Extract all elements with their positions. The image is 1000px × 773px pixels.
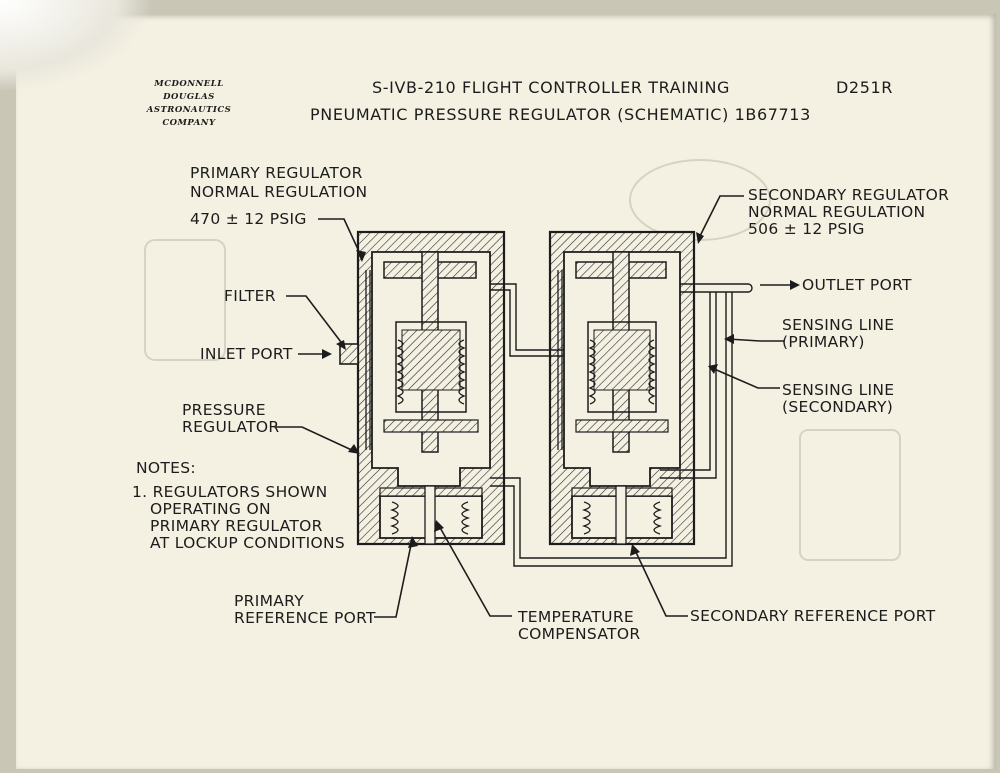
sensing-line-secondary-sub: (SECONDARY)	[782, 398, 894, 416]
connecting-lines	[490, 283, 753, 567]
note-line-2: OPERATING ON	[150, 500, 271, 518]
secondary-reference-port-label: SECONDARY REFERENCE PORT	[690, 607, 936, 625]
primary-regulator-label: PRIMARY REGULATOR	[190, 164, 363, 182]
paper-sheet	[16, 14, 996, 769]
secondary-regulation-label: NORMAL REGULATION	[748, 203, 926, 221]
primary-reference-port-sub: REFERENCE PORT	[234, 609, 376, 627]
outlet-port-label: OUTLET PORT	[802, 276, 912, 294]
sensing-line-primary-sub: (PRIMARY)	[782, 333, 865, 351]
primary-reference-port-label: PRIMARY	[234, 592, 305, 610]
secondary-pressure-value: 506 ± 12 PSIG	[748, 220, 865, 238]
sensing-line-secondary-label: SENSING LINE	[782, 381, 895, 399]
page-subtitle: PNEUMATIC PRESSURE REGULATOR (SCHEMATIC)…	[310, 105, 811, 124]
note-line-4: AT LOCKUP CONDITIONS	[150, 534, 346, 552]
temperature-compensator-label: TEMPERATURE	[518, 608, 634, 626]
temperature-compensator-sub: COMPENSATOR	[518, 625, 641, 643]
note-line-3: PRIMARY REGULATOR	[150, 517, 323, 535]
secondary-regulator-label: SECONDARY REGULATOR	[748, 186, 950, 204]
arrowheads	[322, 232, 800, 556]
primary-pressure-value: 470 ± 12 PSIG	[190, 210, 307, 228]
page-curl	[0, 0, 150, 90]
inlet-port-label: INLET PORT	[200, 345, 293, 363]
leader-lines	[276, 195, 796, 618]
note-line-1: 1. REGULATORS SHOWN	[132, 483, 328, 501]
pressure-regulator-sub: REGULATOR	[182, 418, 280, 436]
secondary-regulator-body	[548, 230, 696, 546]
primary-regulation-label: NORMAL REGULATION	[190, 183, 368, 201]
filter-label: FILTER	[224, 287, 276, 305]
sensing-line-primary-label: SENSING LINE	[782, 316, 895, 334]
notes-heading: NOTES:	[136, 459, 196, 477]
company-logo: MCDONNELL DOUGLAS ASTRONAUTICS COMPANY	[146, 79, 232, 128]
primary-regulator-body	[356, 230, 506, 546]
document-id: D251R	[836, 78, 893, 97]
pressure-regulator-label: PRESSURE	[182, 401, 266, 419]
page-title: S-IVB-210 FLIGHT CONTROLLER TRAINING	[372, 78, 731, 97]
